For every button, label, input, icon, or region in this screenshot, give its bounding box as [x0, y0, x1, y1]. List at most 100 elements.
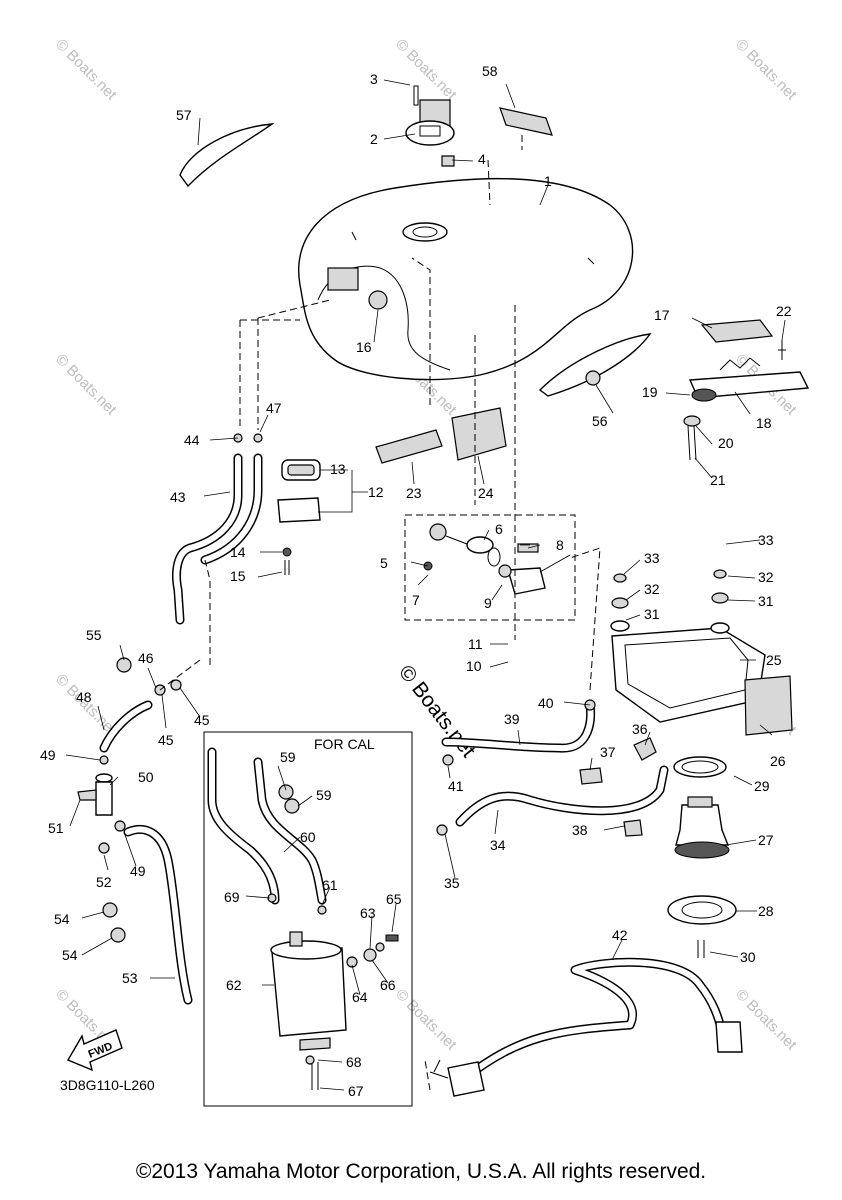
callout-57: 57 — [176, 107, 192, 123]
inset-title: FOR CAL — [314, 736, 375, 752]
callout-23: 23 — [406, 485, 422, 501]
callout-15: 15 — [230, 568, 246, 584]
for-cal-inset — [203, 731, 413, 1107]
callout-24: 24 — [478, 485, 494, 501]
tank-damper — [375, 429, 443, 464]
callout-14: 14 — [230, 544, 246, 560]
callout-26: 26 — [770, 753, 786, 769]
callout-54a: 54 — [54, 911, 70, 927]
callout-32b: 32 — [758, 569, 774, 585]
callout-33a: 33 — [644, 550, 660, 566]
callout-60: 60 — [300, 829, 316, 845]
callout-65: 65 — [386, 891, 402, 907]
callout-12: 12 — [368, 484, 384, 500]
callout-10: 10 — [466, 658, 482, 674]
callout-45a: 45 — [158, 732, 174, 748]
callout-16: 16 — [356, 339, 372, 355]
callout-5: 5 — [380, 555, 388, 571]
callout-69: 69 — [224, 889, 240, 905]
callout-32a: 32 — [644, 581, 660, 597]
fuel-tank — [298, 177, 634, 381]
quick-connector-left — [447, 1061, 485, 1097]
callout-51: 51 — [48, 820, 64, 836]
hose-clamp-36 — [633, 737, 657, 761]
fuel-level-sender — [277, 459, 321, 575]
fuel-pump-bracket — [610, 569, 793, 736]
callout-2: 2 — [370, 131, 378, 147]
callout-33b: 33 — [758, 532, 774, 548]
watermark: © Boats.net — [732, 986, 800, 1054]
callout-11: 11 — [468, 636, 483, 652]
watermark: © Boats.net — [392, 986, 460, 1054]
callout-7: 7 — [412, 592, 420, 608]
callout-46: 46 — [138, 650, 154, 666]
callout-54b: 54 — [62, 947, 78, 963]
callout-1: 1 — [544, 173, 552, 189]
callout-4: 4 — [478, 151, 486, 167]
callout-41: 41 — [448, 778, 464, 794]
callout-66: 66 — [380, 977, 396, 993]
hose-clamp-37 — [579, 767, 603, 785]
callout-29: 29 — [754, 778, 770, 794]
hose-clamp-54b — [110, 927, 126, 943]
callout-63: 63 — [360, 905, 376, 921]
callout-40: 40 — [538, 695, 554, 711]
hose-clamp-54a — [102, 902, 118, 918]
callout-44: 44 — [184, 432, 200, 448]
callout-39: 39 — [504, 711, 520, 727]
watermark: © Boats.net — [392, 36, 460, 104]
callout-58: 58 — [482, 63, 498, 79]
watermark: © Boats.net — [732, 36, 800, 104]
callout-31a: 31 — [644, 606, 660, 622]
callout-68: 68 — [346, 1054, 362, 1070]
tank-emblem-left — [179, 123, 275, 188]
callout-61: 61 — [322, 877, 338, 893]
callout-18: 18 — [756, 415, 772, 431]
tank-emblem-right — [538, 333, 652, 397]
callout-19: 19 — [642, 384, 658, 400]
callout-45b: 45 — [194, 712, 210, 728]
petcock-group-box — [404, 514, 576, 621]
tank-protector — [451, 407, 507, 461]
fuel-pump — [667, 756, 737, 958]
callout-59a: 59 — [280, 749, 296, 765]
callout-labels: 1 2 3 4 5 6 7 8 9 10 11 12 13 14 15 16 1… — [40, 63, 792, 1099]
charcoal-canister — [270, 931, 399, 1090]
hose-clamp-59b — [284, 798, 300, 814]
quick-connector-right — [715, 1021, 743, 1053]
callout-62: 62 — [226, 977, 242, 993]
filler-cap — [405, 85, 455, 167]
leader-lines — [65, 79, 786, 1091]
callout-37: 37 — [600, 744, 616, 760]
callout-35: 35 — [444, 875, 460, 891]
callout-47: 47 — [266, 400, 282, 416]
callout-64: 64 — [352, 989, 368, 1005]
hose-clamp-55 — [116, 657, 132, 673]
callout-55: 55 — [86, 627, 102, 643]
callout-49b: 49 — [130, 863, 146, 879]
hose-clamp-59a — [278, 784, 294, 800]
tank-grommet — [368, 290, 388, 310]
callout-53: 53 — [122, 970, 138, 986]
callout-9: 9 — [484, 595, 492, 611]
callout-17: 17 — [654, 307, 670, 323]
callout-48: 48 — [76, 689, 92, 705]
callout-27: 27 — [758, 832, 774, 848]
hose-clamp-35 — [436, 824, 448, 836]
callout-49a: 49 — [40, 747, 56, 763]
callout-59b: 59 — [316, 787, 332, 803]
callout-8: 8 — [556, 537, 564, 553]
callout-21: 21 — [710, 472, 726, 488]
callout-42: 42 — [612, 927, 628, 943]
callout-3: 3 — [370, 71, 378, 87]
hose-clamp-41 — [442, 754, 454, 766]
callout-43: 43 — [170, 489, 186, 505]
callout-28: 28 — [758, 903, 774, 919]
callout-13: 13 — [330, 461, 346, 477]
callout-34: 34 — [490, 837, 506, 853]
callout-38: 38 — [572, 822, 588, 838]
callout-31b: 31 — [758, 593, 774, 609]
drawing-code: 3D8G110-L260 — [60, 1077, 155, 1093]
hose-clamp-38 — [623, 819, 643, 837]
